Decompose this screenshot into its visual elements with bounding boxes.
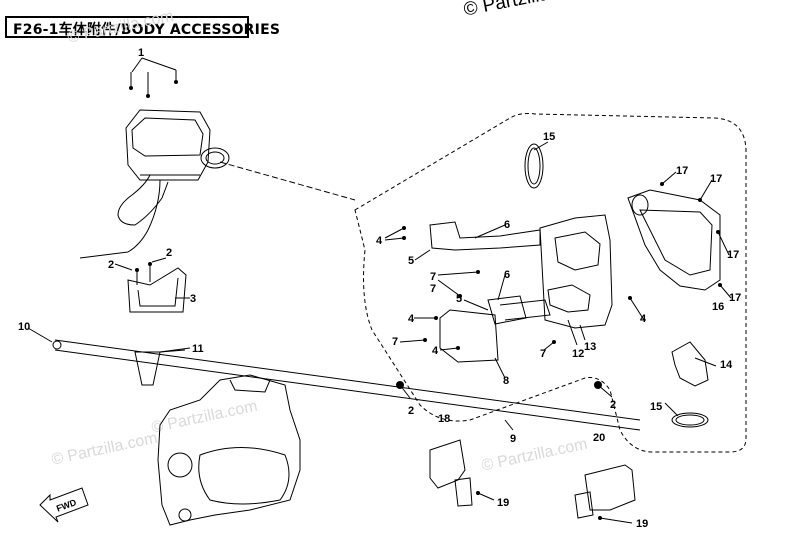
airbox-assembly (79, 109, 230, 259)
clamp-15-top (524, 143, 544, 189)
callout-8: 8 (503, 375, 509, 387)
fwd-arrow (39, 487, 89, 523)
callout-6: 6 (504, 219, 510, 231)
dashed-leader-airbox (219, 161, 356, 201)
callout-5: 5 (456, 293, 462, 305)
callout-14: 14 (720, 359, 733, 371)
assembly-boundary-dashed (354, 113, 747, 453)
diagram-title: F26-1车体附件/BODY ACCESSORIES (13, 22, 281, 38)
panel-20 (584, 464, 636, 511)
callout-15: 15 (543, 131, 555, 143)
callout-7: 7 (430, 271, 436, 283)
callout-9: 9 (510, 433, 516, 445)
callout-17: 17 (710, 173, 722, 185)
intake-duct (429, 221, 541, 251)
panel-18 (429, 439, 466, 489)
callout-4: 4 (432, 345, 439, 357)
callout-19: 19 (497, 497, 509, 509)
callout-2: 2 (408, 405, 414, 417)
callout-2: 2 (108, 259, 114, 271)
bracket-assembly (127, 267, 187, 313)
callout-7: 7 (392, 336, 398, 348)
callout-4: 4 (408, 313, 415, 325)
diagram-title-box: F26-1车体附件/BODY ACCESSORIES (5, 16, 280, 38)
callout-20: 20 (593, 432, 605, 444)
fasteners (129, 80, 722, 520)
callout-4: 4 (640, 313, 647, 325)
callout-4: 4 (376, 235, 383, 247)
fwd-label: FWD (55, 497, 78, 514)
plate-bracket (439, 309, 499, 363)
callout-17: 17 (727, 249, 739, 261)
hose-14 (671, 341, 709, 387)
callout-18: 18 (438, 413, 450, 425)
callout-6: 6 (504, 269, 510, 281)
callout-7: 7 (540, 348, 546, 360)
callout-10: 10 (18, 321, 30, 333)
clamp-15-bottom (671, 412, 709, 428)
callout-17: 17 (729, 292, 741, 304)
callout-11: 11 (192, 343, 204, 355)
callout-5: 5 (408, 255, 414, 267)
callout-17: 17 (676, 165, 688, 177)
callout-3: 3 (190, 293, 196, 305)
callout-19: 19 (636, 518, 648, 530)
engine-illustration (157, 374, 301, 526)
callout-15: 15 (650, 401, 662, 413)
callout-1: 1 (138, 47, 144, 59)
callout-12: 12 (572, 348, 584, 360)
intake-housing (627, 189, 721, 291)
callout-7: 7 (430, 283, 436, 295)
callout-16: 16 (712, 301, 724, 313)
callout-2: 2 (166, 247, 172, 259)
callout-2: 2 (610, 399, 616, 411)
callout-13: 13 (584, 341, 596, 353)
